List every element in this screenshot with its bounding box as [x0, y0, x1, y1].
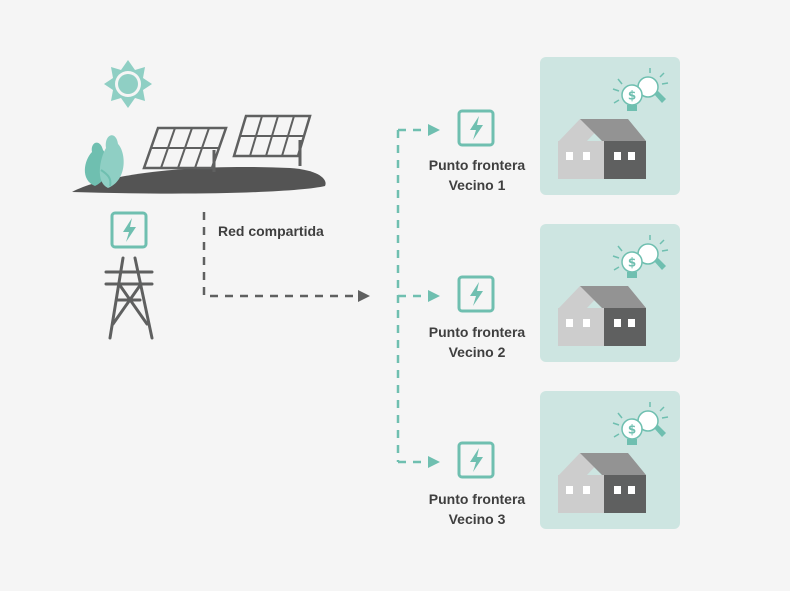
- house-card-1: [539, 56, 681, 196]
- sun-icon: [104, 60, 152, 108]
- point-label-line2: Vecino 3: [448, 511, 506, 527]
- tree-icon: [84, 135, 124, 188]
- point-label-line1: Punto frontera: [428, 491, 526, 507]
- transmission-tower-icon: [104, 256, 154, 340]
- ground-hill: [72, 167, 326, 194]
- point-label-line1: Punto frontera: [428, 324, 526, 340]
- solar-panel-icon: [142, 114, 312, 172]
- energy-meter-icon: [457, 275, 495, 313]
- energy-meter-icon: [110, 211, 148, 249]
- shared-network-line: [202, 212, 370, 302]
- branch-lines: [396, 128, 428, 464]
- house-card-3: [539, 390, 681, 530]
- point-label-line2: Vecino 2: [448, 344, 506, 360]
- neighbor-point-label-2: Punto frontera Vecino 2: [397, 322, 557, 362]
- neighbor-point-label-3: Punto frontera Vecino 3: [397, 489, 557, 529]
- neighbor-point-label-1: Punto frontera Vecino 1: [397, 155, 557, 195]
- shared-network-label: Red compartida: [218, 223, 324, 239]
- point-label-line1: Punto frontera: [428, 157, 526, 173]
- energy-meter-icon: [457, 441, 495, 479]
- point-label-line2: Vecino 1: [448, 177, 506, 193]
- house-card-2: [539, 223, 681, 363]
- energy-meter-icon: [457, 109, 495, 147]
